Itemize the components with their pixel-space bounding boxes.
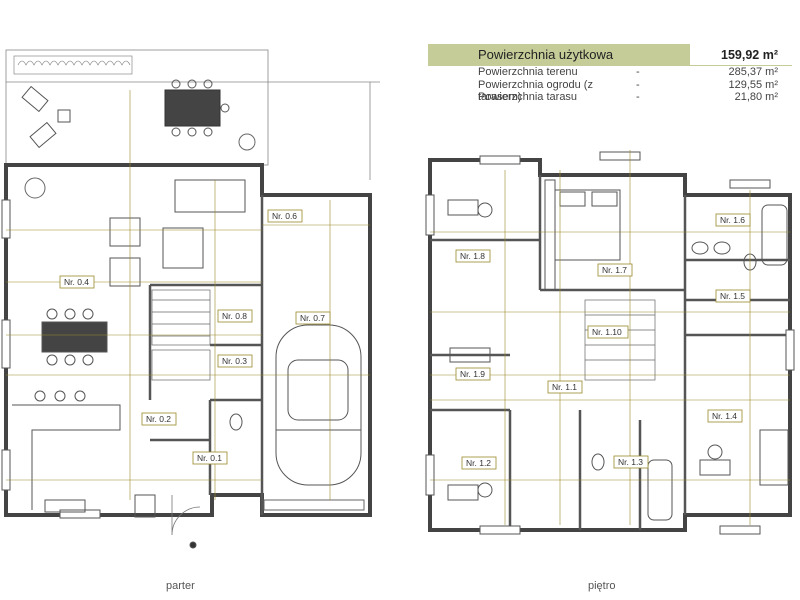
desk-3 [699, 459, 731, 476]
lounger-2 [29, 121, 57, 149]
svg-text:Nr. 0.8: Nr. 0.8 [222, 311, 247, 321]
svg-text:Nr. 1.3: Nr. 1.3 [618, 457, 643, 467]
garden-area-dash: - [636, 78, 640, 91]
room-label-1-8: Nr. 1.8 [455, 249, 491, 263]
shower-bath [647, 459, 673, 521]
dining-set [41, 308, 108, 366]
svg-text:Nr. 0.3: Nr. 0.3 [222, 356, 247, 366]
bathtub [761, 204, 788, 266]
bench [449, 347, 491, 363]
upper-floor-plan [425, 151, 795, 535]
chair-2 [477, 482, 493, 498]
room-label-1-6: Nr. 1.6 [715, 213, 751, 227]
washbasin-2 [713, 241, 731, 255]
svg-text:Nr. 1.10: Nr. 1.10 [592, 327, 622, 337]
upper-floor-caption: piętro [588, 580, 616, 592]
svg-text:Nr. 1.7: Nr. 1.7 [602, 265, 627, 275]
lounger-1 [21, 85, 49, 113]
room-label-1-2: Nr. 1.2 [461, 456, 497, 470]
upper-floor-walls [428, 158, 792, 532]
chair-3 [707, 444, 723, 460]
side-table [57, 109, 71, 123]
svg-text:Nr. 1.8: Nr. 1.8 [460, 251, 485, 261]
room-label-0-2: Nr. 0.2 [141, 412, 177, 426]
room-label-0-4: Nr. 0.4 [59, 275, 95, 289]
ground-floor-caption: parter [166, 580, 195, 592]
usable-area-header: Powierzchnia użytkowa 159,92 m² [428, 44, 792, 66]
garage-door [263, 499, 365, 511]
svg-text:Nr. 1.9: Nr. 1.9 [460, 369, 485, 379]
storage-l [134, 494, 156, 518]
room-label-0-6: Nr. 0.6 [267, 209, 303, 223]
room-label-1-9: Nr. 1.9 [455, 367, 491, 381]
usable-area-value: 159,92 m² [690, 44, 792, 66]
plot-area-value: 285,37 m² [728, 66, 778, 78]
coffee-table [162, 227, 204, 269]
room-label-0-3: Nr. 0.3 [217, 354, 253, 368]
ground-stairs [151, 289, 211, 381]
svg-text:Nr. 1.4: Nr. 1.4 [712, 411, 737, 421]
plot-area-row: Powierzchnia terenu - 285,37 m² [428, 66, 792, 79]
hedge-planters [13, 55, 133, 75]
svg-text:Nr. 0.1: Nr. 0.1 [197, 453, 222, 463]
svg-text:Nr. 1.5: Nr. 1.5 [720, 291, 745, 301]
terrace-area-row: Powierzchnia tarasu - 21,80 m² [428, 91, 792, 104]
svg-text:Nr. 1.2: Nr. 1.2 [466, 458, 491, 468]
ground-floor-dimension-lines [6, 90, 370, 500]
washbasin-3 [591, 453, 605, 471]
entrance-door [171, 495, 201, 536]
wc-toilet [229, 413, 243, 431]
area-summary-table: Powierzchnia użytkowa 159,92 m² Powierzc… [428, 44, 792, 104]
desk-1 [447, 199, 479, 216]
room-label-1-10: Nr. 1.10 [587, 325, 629, 339]
room-label-0-1: Nr. 0.1 [192, 451, 228, 465]
garden-plant [238, 133, 256, 151]
kitchen-counter [12, 404, 121, 510]
svg-text:Nr. 1.6: Nr. 1.6 [720, 215, 745, 225]
plot-area-dash: - [636, 66, 640, 78]
room-label-1-1: Nr. 1.1 [547, 380, 583, 394]
svg-text:Nr. 1.1: Nr. 1.1 [552, 382, 577, 392]
svg-text:Nr. 0.2: Nr. 0.2 [146, 414, 171, 424]
terrace-area-value: 21,80 m² [734, 91, 778, 103]
usable-area-title: Powierzchnia użytkowa [428, 44, 690, 66]
sofa [174, 179, 246, 213]
upper-stairs [584, 299, 656, 381]
washbasin-1 [691, 241, 709, 255]
room-label-1-3: Nr. 1.3 [613, 455, 649, 469]
entrance-marker [189, 541, 197, 549]
bookshelf [759, 429, 789, 486]
room-label-1-7: Nr. 1.7 [597, 263, 633, 277]
garden-area-row: Powierzchnia ogrodu (z tarasem) - 129,55… [428, 78, 792, 104]
svg-text:Nr. 0.4: Nr. 0.4 [64, 277, 89, 287]
armchair-2 [109, 257, 141, 287]
armchair-1 [109, 217, 141, 247]
chair-1 [477, 202, 493, 218]
garage-car [275, 324, 362, 486]
svg-text:Nr. 0.6: Nr. 0.6 [272, 211, 297, 221]
room-label-1-4: Nr. 1.4 [707, 409, 743, 423]
wardrobe [544, 179, 556, 291]
garden-area-value: 129,55 m² [728, 78, 778, 91]
kitchen-sink [44, 499, 86, 513]
room-label-1-5: Nr. 1.5 [715, 289, 751, 303]
desk-2 [447, 484, 479, 501]
ground-floor-plan [1, 49, 380, 549]
room-label-0-8: Nr. 0.8 [217, 309, 253, 323]
room-label-0-7: Nr. 0.7 [295, 311, 331, 325]
plot-area-label: Powierzchnia terenu [478, 66, 578, 78]
svg-text:Nr. 0.7: Nr. 0.7 [300, 313, 325, 323]
terrace-area-label: Powierzchnia tarasu [478, 91, 578, 103]
double-bed [554, 189, 621, 261]
garden-area-label: Powierzchnia ogrodu (z tarasem) [478, 78, 593, 104]
indoor-plant [24, 177, 46, 199]
terrace-area-dash: - [636, 91, 640, 103]
outdoor-dining-set [164, 79, 230, 137]
